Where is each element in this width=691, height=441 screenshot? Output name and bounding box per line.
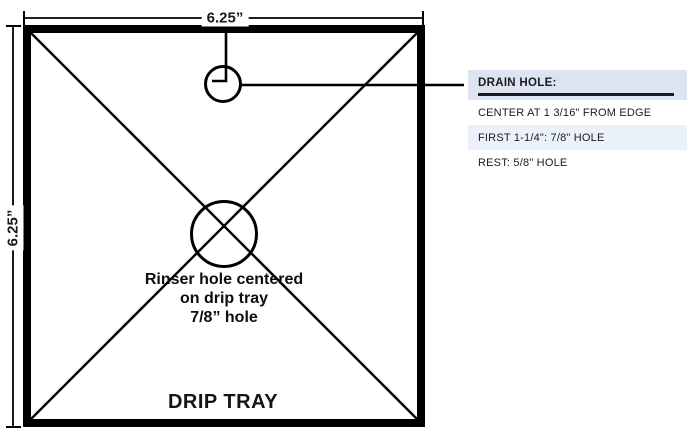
width-dimension-label: 6.25” — [201, 9, 249, 27]
rinser-hole-note: Rinser hole centered on drip tray 7/8” h… — [145, 270, 303, 327]
drain-hole-circle — [204, 65, 242, 103]
drain-callout-header-label: DRAIN HOLE: — [478, 77, 557, 89]
drain-callout-panel: DRAIN HOLE: CENTER AT 1 3/16" FROM EDGE … — [468, 70, 687, 176]
drain-callout-row: CENTER AT 1 3/16" FROM EDGE — [468, 100, 687, 125]
diagonal-cross-line-2 — [29, 31, 419, 421]
drain-callout-row: FIRST 1-1/4": 7/8" HOLE — [468, 125, 687, 150]
tray-title: DRIP TRAY — [167, 391, 279, 413]
drain-hole-locator-line — [212, 30, 228, 83]
rinser-note-line-2: on drip tray — [179, 290, 268, 307]
height-dimension-label: 6.25” — [2, 205, 24, 251]
rinser-hole-circle — [190, 200, 258, 268]
tray-outline — [23, 25, 425, 427]
drain-callout-row: REST: 5/8" HOLE — [468, 150, 687, 176]
drain-callout-underline — [478, 93, 674, 96]
rinser-note-line-1: Rinser hole centered — [144, 271, 304, 288]
drain-callout-header: DRAIN HOLE: — [468, 70, 687, 100]
rinser-note-line-3: 7/8” hole — [190, 309, 258, 326]
